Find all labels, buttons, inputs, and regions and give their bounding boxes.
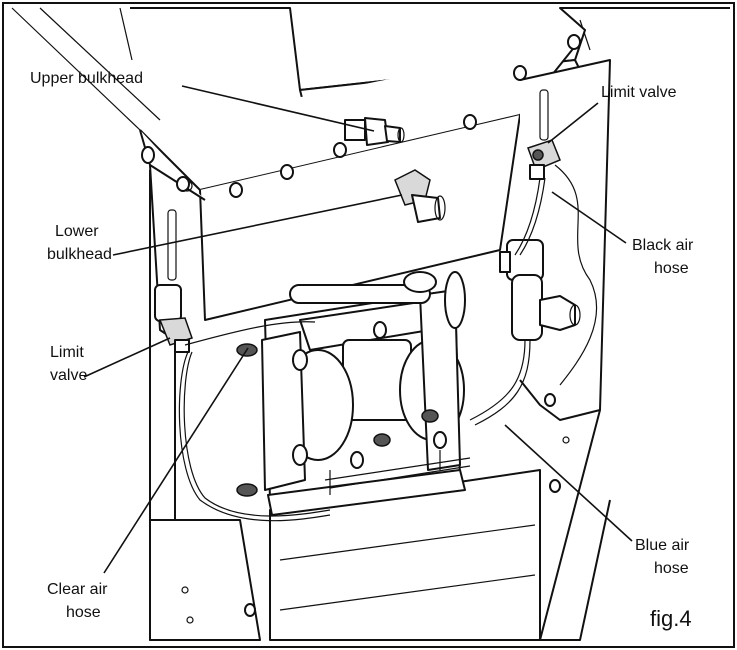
leader-blue-air-hose xyxy=(504,424,633,542)
label-clear-air-hose-line1: Clear air xyxy=(47,581,108,598)
leader-black-air-hose xyxy=(551,191,627,244)
label-limit-valve-left-line2: valve xyxy=(50,367,87,384)
label-lower-bulkhead-line2: bulkhead xyxy=(47,246,112,263)
machine-illustration xyxy=(11,7,730,641)
label-blue-air-hose-line2: hose xyxy=(654,560,689,577)
figure-caption: fig.4 xyxy=(650,606,692,631)
label-black-air-hose-line2: hose xyxy=(654,260,689,277)
leader-clear-air-hose xyxy=(103,347,249,574)
leader-upper-bulkhead xyxy=(181,85,375,132)
labels: Upper bulkhead Limit valve Lower bulkhea… xyxy=(30,70,694,631)
label-limit-valve-top: Limit valve xyxy=(601,84,677,101)
leader-lower-bulkhead xyxy=(112,194,403,256)
leader-limit-valve-top xyxy=(547,102,599,144)
label-lower-bulkhead-line1: Lower xyxy=(55,223,99,240)
label-black-air-hose-line1: Black air xyxy=(632,237,694,254)
label-clear-air-hose-line2: hose xyxy=(66,604,101,621)
label-blue-air-hose-line1: Blue air xyxy=(635,537,690,554)
label-limit-valve-left-line1: Limit xyxy=(50,344,84,361)
label-upper-bulkhead: Upper bulkhead xyxy=(30,70,143,87)
leader-limit-valve-left xyxy=(83,337,171,378)
leader-lines xyxy=(83,85,633,574)
